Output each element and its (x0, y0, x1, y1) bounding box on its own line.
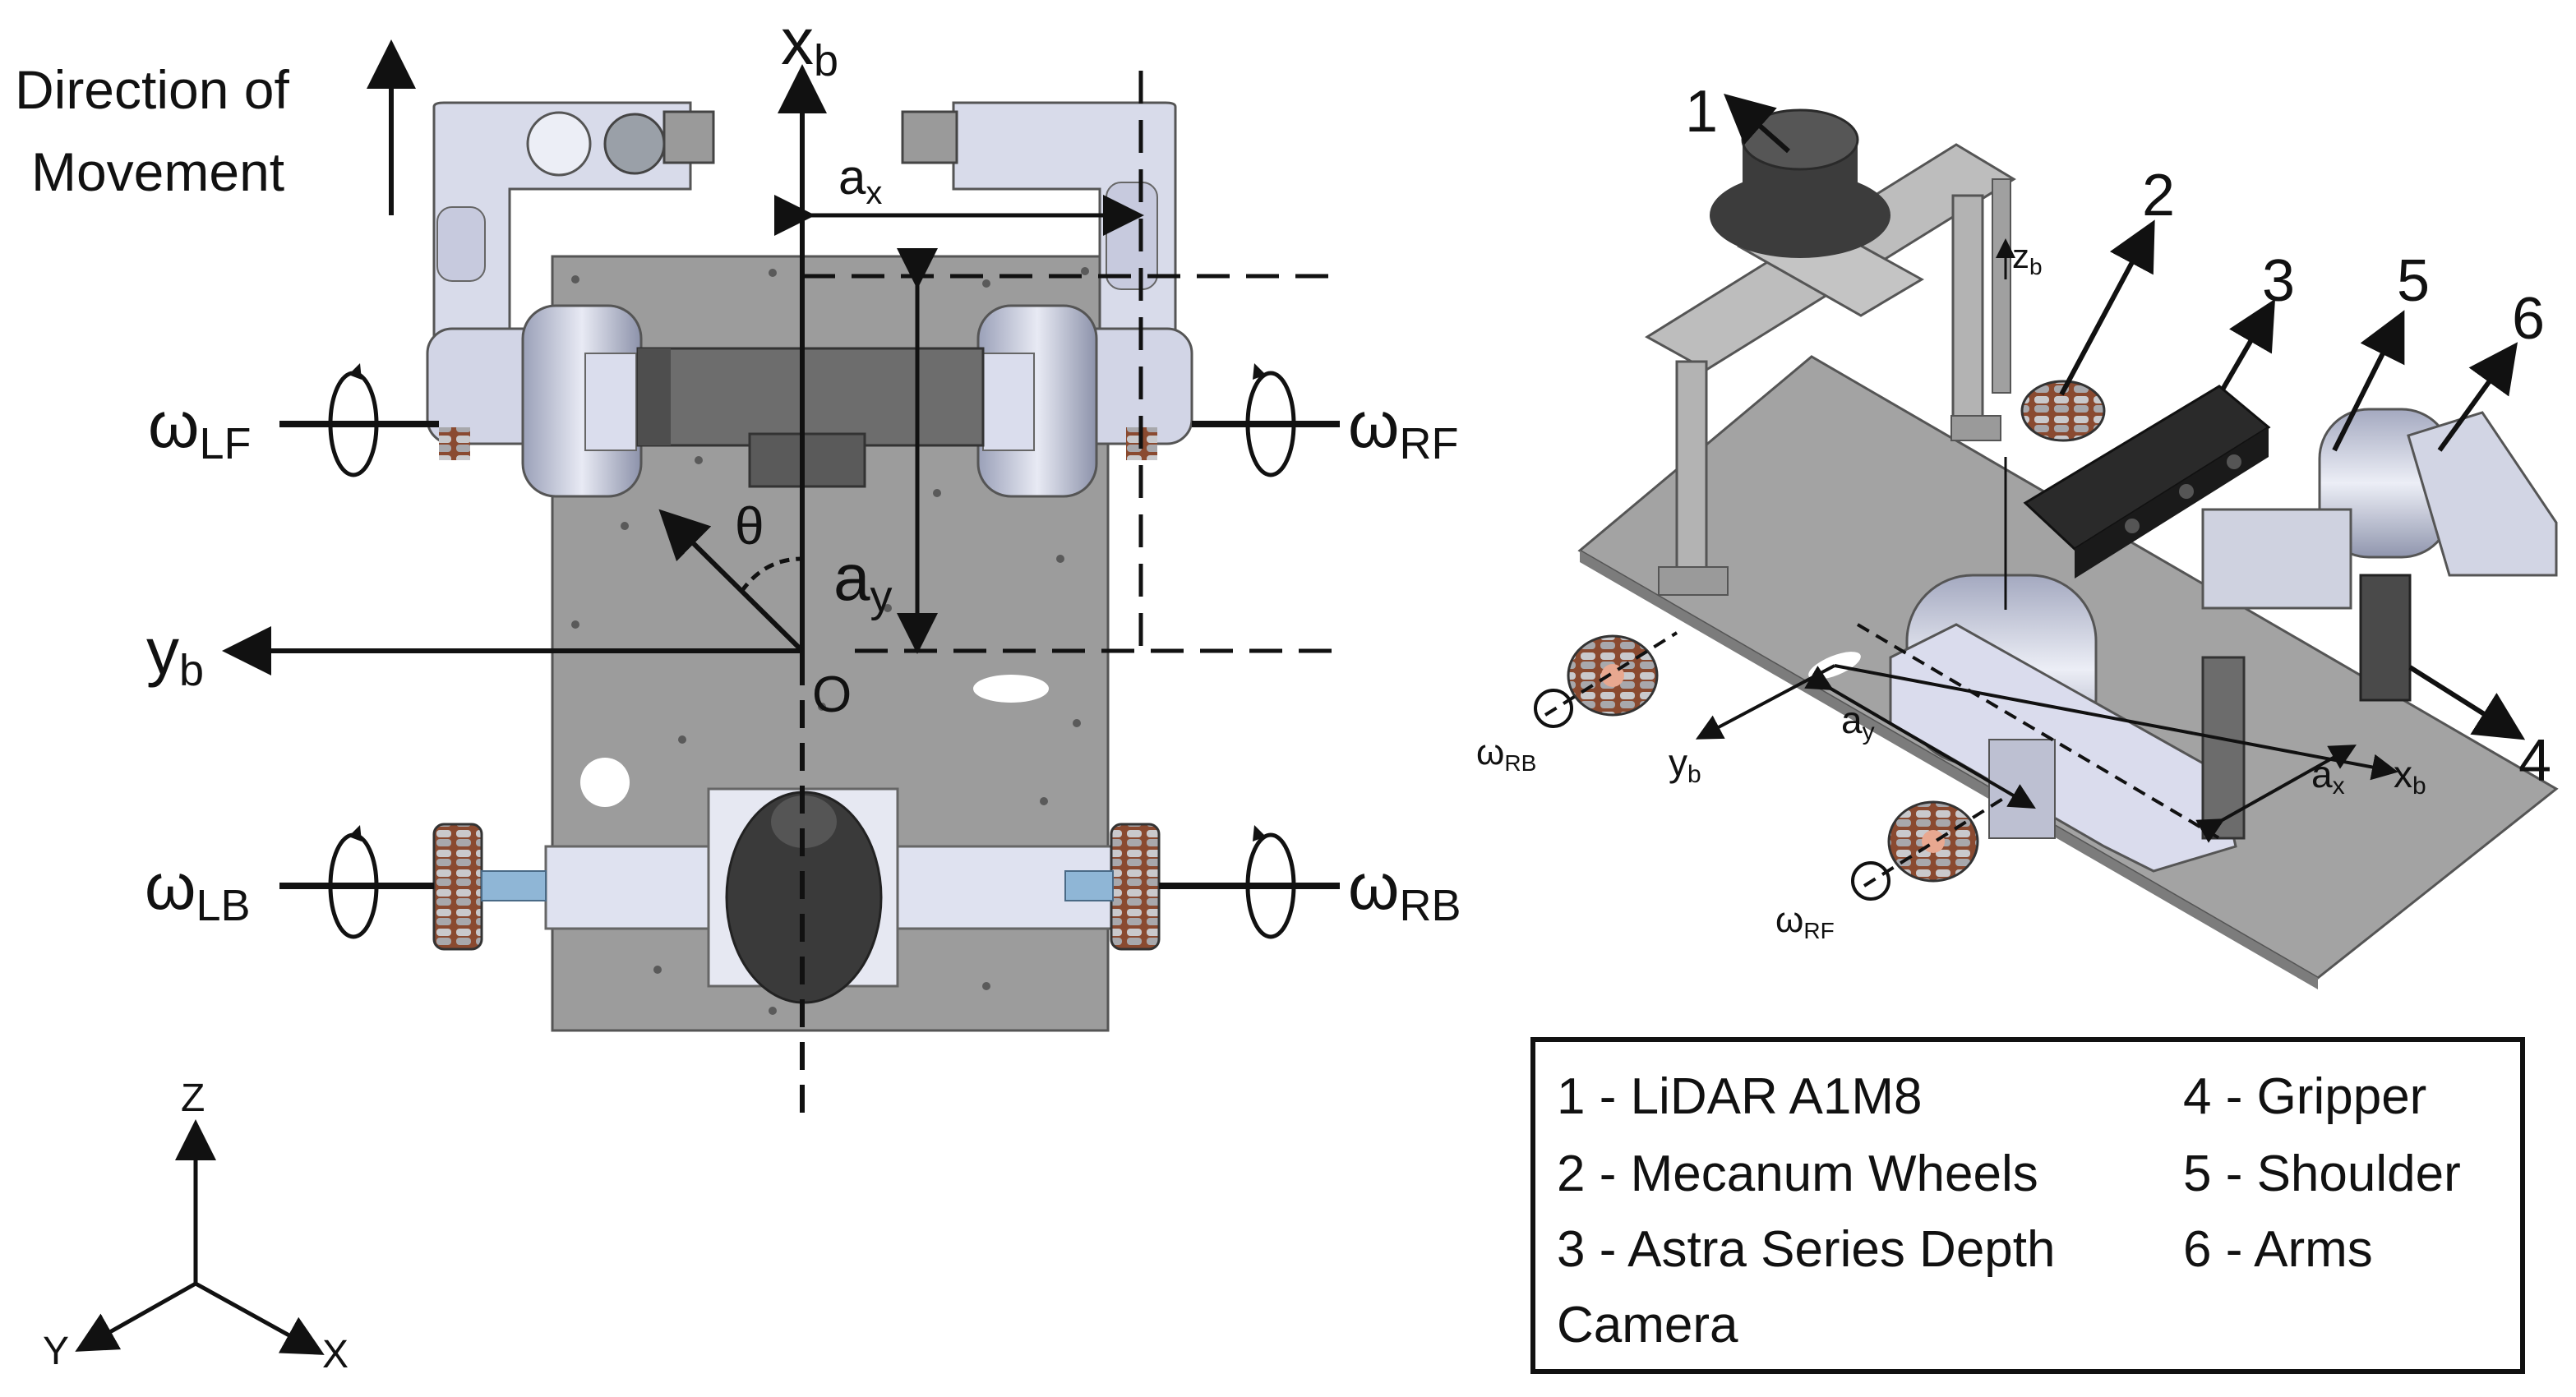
iso-arm-back (2407, 411, 2558, 577)
world-x-axis (194, 1281, 325, 1355)
iso-xb-label: xb (2394, 753, 2426, 800)
direction-label-line1: Direction of (15, 59, 289, 120)
legend-item-3: 3 - Astra Series Depth (1557, 1221, 2056, 1278)
legend-item-4: 4 - Gripper (2183, 1068, 2427, 1125)
svg-text:ωLB: ωLB (145, 850, 251, 930)
rear-lidar-top (771, 795, 837, 848)
omega-lb: ωLB (145, 825, 434, 939)
iso-lidar-top (1741, 108, 1859, 171)
origin-label: O (812, 666, 852, 723)
svg-text:ωRF: ωRF (1348, 388, 1458, 468)
callout-2: 2 (2059, 163, 2175, 396)
svg-text:ωLF: ωLF (148, 388, 252, 468)
iso-camera-lens-1 (2125, 519, 2140, 533)
world-y-axis (75, 1281, 197, 1352)
callout-6: 6 (2437, 286, 2545, 452)
legend-item-3-cont: Camera (1557, 1297, 1738, 1353)
iso-rb-axis (1544, 631, 1678, 717)
hub-rb (1064, 870, 1114, 901)
world-x-label: X (322, 1333, 349, 1376)
direction-label-line2: Movement (31, 141, 284, 202)
iso-camera-face (2075, 427, 2269, 579)
iso-centerline-dashed (1856, 623, 2221, 840)
iso-post-2 (1951, 194, 1984, 427)
iso-ax-dimension (2195, 745, 2357, 843)
camera-mount (748, 432, 866, 488)
callout-5: 5 (2332, 248, 2430, 452)
world-y-label: Y (43, 1330, 69, 1373)
svg-text:ωRB: ωRB (1348, 850, 1461, 930)
iso-gripper-back (2359, 574, 2412, 702)
isometric-view: zb yb xb ay ax ωRB ωRF 1 2 3 5 (1476, 79, 2559, 989)
iso-post-1 (1675, 360, 1708, 585)
callout-1: 1 (1685, 79, 1790, 154)
plate-hole-large (580, 758, 630, 807)
wheel-rb (1110, 823, 1161, 951)
iso-wheel-rf-hub (1922, 830, 1945, 853)
legend-item-6: 6 - Arms (2183, 1221, 2373, 1278)
iso-shoulder-mount (2201, 508, 2352, 610)
plate-slot (973, 675, 1049, 703)
legend-item-1: 1 - LiDAR A1M8 (1557, 1068, 1923, 1125)
depth-camera-shade (638, 348, 671, 445)
iso-zb-label: zb (2012, 237, 2043, 279)
iso-camera-lens-3 (2227, 454, 2241, 469)
callout-4: 4 (2408, 665, 2551, 794)
omega-rb: ωRB (1159, 825, 1461, 939)
legend-item-2: 2 - Mecanum Wheels (1557, 1146, 2038, 1202)
svg-text:5: 5 (2397, 248, 2430, 314)
omega-rf: ωRF (1192, 363, 1458, 477)
xb-label: xb (781, 5, 838, 85)
iso-ay-dimension (1804, 666, 2036, 809)
hub-lb (481, 870, 547, 901)
svg-text:4: 4 (2518, 728, 2551, 794)
svg-text:3: 3 (2262, 248, 2295, 314)
iso-yb-label: yb (1669, 741, 1701, 788)
iso-camera-lens-2 (2179, 484, 2194, 499)
iso-ax-label: ax (2311, 753, 2345, 800)
theta-arc (739, 556, 803, 593)
iso-base-block-2 (1950, 415, 2001, 441)
shoulder-left-cap (584, 353, 637, 451)
iso-ay-label: ay (1841, 698, 1875, 745)
wheel-lb (432, 823, 483, 951)
svg-text:ωRB: ωRB (1476, 732, 1536, 776)
omega-lf: ωLF (148, 363, 439, 477)
yb-label: yb (146, 615, 204, 695)
world-z-label: Z (181, 1077, 205, 1120)
plate-holes (571, 267, 1089, 1015)
iso-omega-rb: ωRB (1476, 689, 1573, 776)
svg-text:6: 6 (2512, 286, 2545, 352)
theta-ray (658, 509, 805, 653)
svg-text:1: 1 (1685, 79, 1718, 145)
iso-post-3 (1992, 178, 2011, 394)
legend-box: 1 - LiDAR A1M8 2 - Mecanum Wheels 3 - As… (1530, 1037, 2525, 1374)
top-view: Direction of Movement (15, 5, 1461, 1113)
world-frame: Z Y X (43, 1077, 349, 1376)
iso-yb-axis (1695, 664, 1835, 740)
svg-text:ωRF: ωRF (1775, 900, 1835, 943)
shoulder-right-cap (982, 353, 1035, 451)
depth-camera-top (636, 347, 985, 447)
theta-label: θ (735, 496, 764, 556)
ay-label: ay (833, 541, 893, 621)
callout-3: 3 (2220, 248, 2295, 391)
legend-item-5: 5 - Shoulder (2183, 1146, 2461, 1202)
ax-label: ax (838, 150, 882, 211)
iso-omega-rf: ωRF (1775, 861, 1890, 943)
svg-text:2: 2 (2142, 163, 2175, 228)
iso-wheel-lf (2020, 380, 2106, 442)
iso-base-block (1658, 566, 1729, 596)
arm-left (426, 101, 715, 445)
